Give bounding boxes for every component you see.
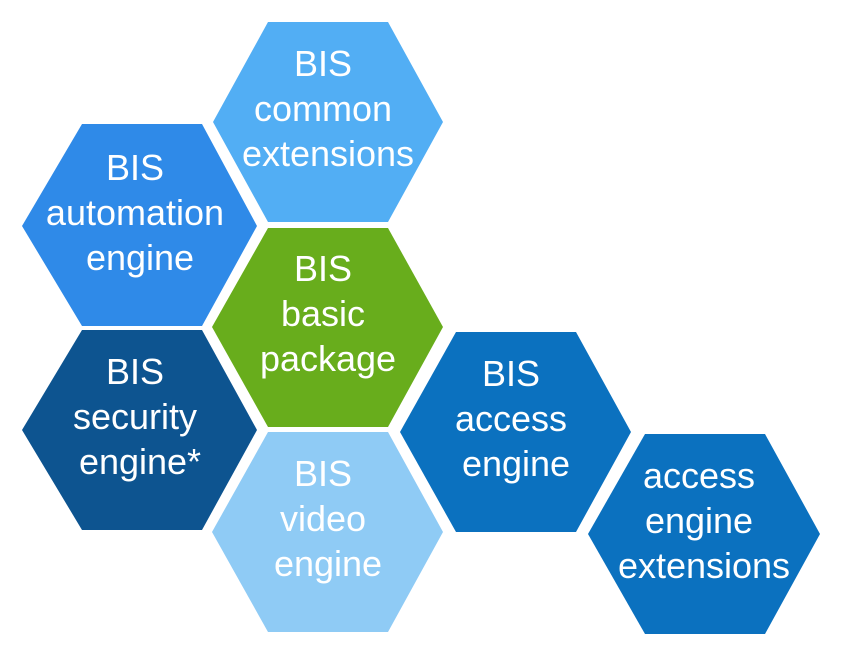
hex-video-engine: BIS video engine: [212, 432, 443, 632]
hex-security-engine: BIS security engine*: [22, 330, 257, 530]
hex-access-engine-line-2: access: [455, 398, 567, 439]
hex-access-engine: BIS access engine: [400, 332, 631, 532]
hex-security-engine-line-2: security: [73, 396, 197, 437]
hex-common-extensions-line-3: extensions: [242, 133, 414, 174]
hex-automation-engine-line-2: automation: [46, 192, 224, 233]
hex-automation-engine-label: BIS automation engine: [46, 147, 234, 278]
hex-automation-engine-line-3: engine: [86, 237, 194, 278]
hex-common-extensions-line-1: BIS: [294, 43, 352, 84]
hex-video-engine-line-3: engine: [274, 543, 382, 584]
hex-security-engine-shape: [22, 330, 257, 530]
hex-security-engine-label: BIS security engine*: [73, 351, 207, 482]
hex-security-engine-line-1: BIS: [106, 351, 164, 392]
hex-access-engine-extensions-line-3: extensions: [618, 545, 790, 586]
hex-basic-package-shape: [212, 228, 443, 427]
hex-video-engine-shape: [212, 432, 443, 632]
hex-access-engine-shape: [400, 332, 631, 532]
hex-automation-engine-shape: [22, 124, 257, 326]
hex-common-extensions: BIS common extensions: [213, 22, 443, 222]
hex-common-extensions-label: BIS common extensions: [242, 43, 414, 174]
hex-access-engine-extensions-shape: [588, 434, 820, 634]
hex-basic-package-line-3: package: [260, 338, 396, 379]
hex-automation-engine-line-1: BIS: [106, 147, 164, 188]
hex-access-engine-extensions-line-1: access: [643, 455, 755, 496]
hex-security-engine-line-3: engine*: [79, 441, 201, 482]
hex-video-engine-label: BIS video engine: [274, 453, 382, 584]
hex-common-extensions-shape: [213, 22, 443, 222]
hex-access-engine-line-1: BIS: [482, 353, 540, 394]
hex-basic-package: BIS basic package: [212, 228, 443, 427]
hex-video-engine-line-2: video: [280, 498, 366, 539]
hex-access-engine-extensions-label: access engine extensions: [618, 455, 790, 586]
hex-basic-package-label: BIS basic package: [260, 248, 396, 379]
hex-basic-package-line-2: basic: [281, 293, 365, 334]
hex-basic-package-line-1: BIS: [294, 248, 352, 289]
hex-access-engine-label: BIS access engine: [455, 353, 577, 484]
hex-common-extensions-line-2: common: [254, 88, 392, 129]
hex-video-engine-line-1: BIS: [294, 453, 352, 494]
hex-access-engine-extensions-line-2: engine: [645, 500, 753, 541]
hex-automation-engine: BIS automation engine: [22, 124, 257, 326]
hex-access-engine-line-3: engine: [462, 443, 570, 484]
hex-access-engine-extensions: access engine extensions: [588, 434, 820, 634]
